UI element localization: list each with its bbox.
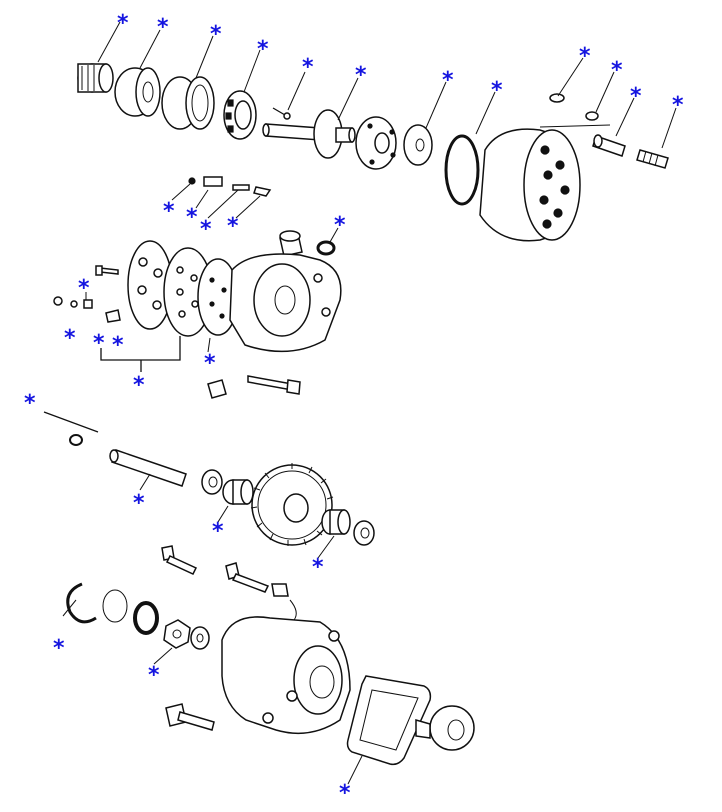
- part-plug-small: [207, 379, 227, 399]
- callout-marker: *: [117, 11, 129, 36]
- part-washer-right: [353, 520, 375, 546]
- callout-marker: *: [157, 15, 169, 40]
- part-gasket: [346, 675, 432, 766]
- part-end-plate: [127, 240, 173, 330]
- callout-marker: *: [24, 391, 36, 416]
- callout-leaders: [62, 21, 677, 785]
- callout-marker: *: [442, 68, 454, 93]
- callout-marker: *: [93, 331, 105, 356]
- callout-marker: *: [210, 22, 222, 47]
- part-bolts-row4: [161, 545, 289, 597]
- part-adapter-housing: [221, 599, 351, 735]
- callout-marker: *: [227, 214, 239, 239]
- part-thrust-plate: [355, 116, 397, 170]
- callout-marker: *: [163, 199, 175, 224]
- part-small-springs: [188, 176, 272, 197]
- callout-marker: *: [630, 84, 642, 109]
- part-drive-gear: [415, 705, 475, 751]
- callout-marker: *: [212, 519, 224, 544]
- part-bearing-cup: [161, 76, 215, 130]
- callout-marker: *: [611, 58, 623, 83]
- part-cage-bearing: [223, 90, 257, 140]
- part-valve-plunger: [592, 134, 626, 157]
- callout-marker: *: [186, 205, 198, 230]
- part-idler-shaft: [109, 449, 187, 487]
- part-shim-washer: [201, 469, 223, 495]
- part-small-pin-row1: [272, 107, 291, 120]
- part-small-balls: [53, 296, 121, 323]
- callout-marker: *: [133, 373, 145, 398]
- callout-marker: *: [491, 78, 503, 103]
- callout-marker: *: [133, 491, 145, 516]
- callout-marker: *: [257, 37, 269, 62]
- part-valve-spring: [636, 149, 669, 169]
- part-bearing-ring: [114, 67, 161, 117]
- part-bracket-lines: [100, 336, 181, 372]
- part-drive-shaft: [262, 109, 356, 159]
- part-snap-ring: [66, 582, 97, 624]
- callout-marker: *: [334, 213, 346, 238]
- part-washer-row4: [190, 626, 210, 650]
- callout-marker: *: [200, 217, 212, 242]
- callout-marker: *: [579, 44, 591, 69]
- part-o-ring-large: [444, 134, 480, 206]
- part-oil-seal: [133, 601, 159, 635]
- callout-marker: *: [64, 326, 76, 351]
- part-filter-plug: [279, 230, 303, 257]
- part-needle-bearing: [77, 63, 114, 93]
- part-bushing-right: [321, 509, 351, 535]
- part-o-ring-mid: [102, 589, 128, 623]
- part-bolt-small: [95, 265, 119, 276]
- callout-marker: *: [148, 663, 160, 688]
- part-idler-gear: [250, 463, 334, 546]
- part-nut: [163, 619, 191, 649]
- part-hex-bolt-bottom: [165, 703, 215, 731]
- callout-marker: *: [312, 555, 324, 580]
- callout-marker: *: [112, 333, 124, 358]
- callout-marker: *: [53, 636, 65, 661]
- callout-marker: *: [302, 55, 314, 80]
- part-long-bolt: [247, 375, 301, 395]
- part-spring-pin: [43, 411, 99, 446]
- callout-markers: * * * * * * * * * * * * * * * * * * * * …: [24, 11, 684, 806]
- callout-marker: *: [78, 276, 90, 301]
- callout-marker: *: [355, 63, 367, 88]
- callout-marker: *: [339, 781, 351, 806]
- part-pump-housing: [479, 128, 581, 242]
- part-small-o-rings: [539, 93, 611, 128]
- callout-marker: *: [672, 93, 684, 118]
- part-seal-ring: [316, 240, 336, 256]
- callout-marker: *: [204, 351, 216, 376]
- part-bushing-left: [222, 479, 254, 505]
- part-pump-body: [229, 253, 342, 353]
- part-washer-row1: [403, 124, 433, 166]
- part-port-plate: [197, 258, 239, 336]
